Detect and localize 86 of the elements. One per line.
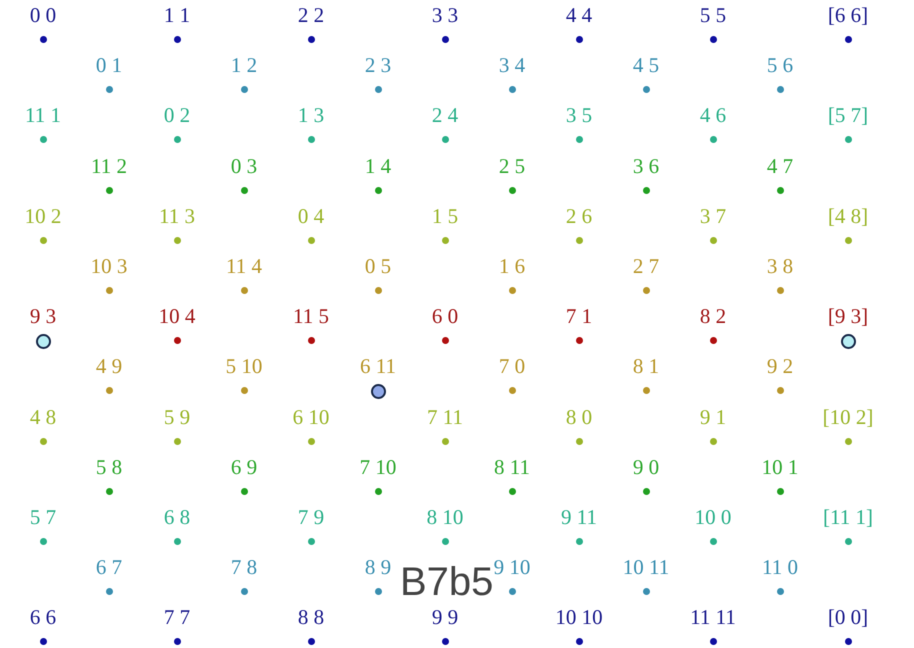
coordinate-label: 9 11	[561, 506, 597, 528]
coordinate-label: 6 0	[432, 305, 458, 328]
coordinate-label: 11 11	[690, 606, 736, 628]
coordinate-label: 6 10	[292, 406, 330, 428]
coordinate-label: 2 5	[498, 154, 526, 177]
coordinate-label: 7 9	[298, 506, 324, 528]
coordinate-label: 1 5	[432, 204, 458, 227]
coordinate-label: 6 7	[96, 556, 122, 578]
coordinate-label: 4 7	[766, 154, 794, 177]
coordinate-label: 0 4	[298, 204, 324, 227]
coordinate-label: 7 11	[427, 406, 463, 428]
coordinate-label: 5 5	[700, 4, 726, 26]
coordinate-label: 10 0	[694, 506, 732, 528]
coordinate-label: 4 8	[30, 406, 56, 428]
coordinate-label: 9 1	[700, 406, 726, 428]
coordinate-label: 7 1	[566, 305, 592, 328]
coordinate-label: 7 8	[230, 556, 258, 578]
coordinate-label: 8 2	[700, 305, 726, 328]
coordinate-label: 1 2	[230, 54, 258, 76]
coordinate-label: 9 0	[632, 456, 660, 478]
coordinate-label: [6 6]	[828, 4, 868, 26]
coordinate-label: 6 11	[360, 355, 396, 378]
coordinate-label: 1 6	[498, 255, 526, 277]
coordinate-label: 4 6	[700, 104, 726, 126]
coordinate-label: 4 4	[566, 4, 592, 26]
coordinate-label: 8 11	[494, 456, 530, 478]
coordinate-label: 9 10	[494, 556, 530, 578]
coordinate-label: 5 9	[164, 406, 190, 428]
coordinate-label: 2 6	[566, 204, 592, 227]
coordinate-label: 6 6	[30, 606, 56, 628]
coordinate-label: 6 8	[164, 506, 190, 528]
coordinate-label: 8 1	[632, 355, 660, 378]
coordinate-label: 7 10	[360, 456, 396, 478]
coordinate-label: [5 7]	[828, 104, 868, 126]
coordinate-label: 8 9	[364, 556, 392, 578]
coordinate-label: [10 2]	[822, 406, 874, 428]
coordinate-label: 11 1	[25, 104, 61, 126]
coordinate-label: 7 7	[164, 606, 190, 628]
coordinate-label: 1 3	[298, 104, 324, 126]
coordinate-label: 11 5	[293, 305, 329, 328]
coordinate-label: 2 2	[298, 4, 324, 26]
coordinate-label: 1 4	[364, 154, 392, 177]
coordinate-label: 0 2	[164, 104, 190, 126]
coordinate-label: 10 1	[762, 456, 798, 478]
coordinate-label: 3 3	[432, 4, 458, 26]
coordinate-label: [0 0]	[828, 606, 868, 628]
coordinate-label: [4 8]	[828, 204, 868, 227]
coordinate-label: 5 8	[96, 456, 122, 478]
coordinate-label: 9 2	[766, 355, 794, 378]
chord-name: B7b5	[400, 562, 494, 602]
coordinate-label: 11 0	[762, 556, 798, 578]
coordinate-label: 11 2	[91, 154, 127, 177]
coordinate-label: 2 7	[632, 255, 660, 277]
coordinate-label: 2 4	[432, 104, 458, 126]
coordinate-label: 11 4	[226, 255, 262, 277]
coordinate-label: 3 6	[632, 154, 660, 177]
coordinate-label: 3 7	[700, 204, 726, 227]
coordinate-label: 4 5	[632, 54, 660, 76]
coordinate-label: 10 10	[555, 606, 603, 628]
coordinate-label: 3 4	[498, 54, 526, 76]
coordinate-label: 10 4	[158, 305, 196, 328]
coordinate-label: 5 6	[766, 54, 794, 76]
coordinate-label: 8 8	[298, 606, 324, 628]
coordinate-label: 0 1	[96, 54, 122, 76]
coordinate-label: 9 3	[30, 305, 56, 328]
coordinate-label: [9 3]	[828, 305, 868, 328]
coordinate-label: 3 8	[766, 255, 794, 277]
coordinate-label: [11 1]	[823, 506, 873, 528]
coordinate-label: 9 9	[432, 606, 458, 628]
coordinate-label: 10 3	[90, 255, 128, 277]
coordinate-label: 1 1	[164, 4, 190, 26]
coordinate-label: 6 9	[230, 456, 258, 478]
coordinate-label: 5 10	[226, 355, 262, 378]
coordinate-label: 4 9	[96, 355, 122, 378]
coordinate-label: 3 5	[566, 104, 592, 126]
coordinate-label: 5 7	[30, 506, 56, 528]
coordinate-label: 0 0	[30, 4, 56, 26]
coordinate-label: 10 2	[24, 204, 62, 227]
coordinate-label: 2 3	[364, 54, 392, 76]
coordinate-label: 7 0	[498, 355, 526, 378]
coordinate-label: 0 3	[230, 154, 258, 177]
coordinate-label: 0 5	[364, 255, 392, 277]
coordinate-label: 8 0	[566, 406, 592, 428]
coordinate-label: 8 10	[426, 506, 464, 528]
coordinate-label: 10 11	[622, 556, 670, 578]
coordinate-label: 11 3	[159, 204, 195, 227]
